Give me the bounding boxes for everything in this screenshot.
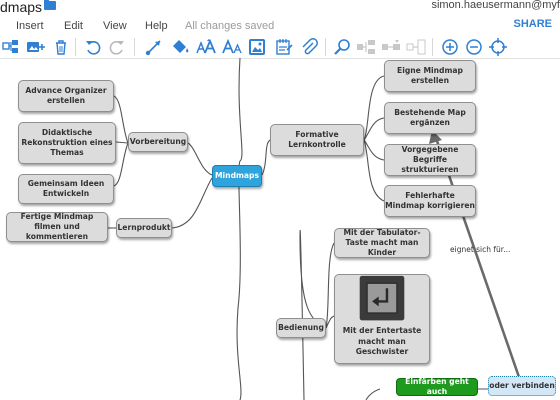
menu-insert[interactable]: Insert	[16, 20, 44, 32]
node-advance-organizer[interactable]: Advance Organizer erstellen	[18, 80, 114, 112]
undo-icon[interactable]	[83, 37, 103, 57]
node-eigne-mindmap[interactable]: Eigne Mindmap erstellen	[384, 60, 476, 92]
menu-help[interactable]: Help	[145, 20, 168, 32]
node-fehlerhafte-mindmap[interactable]: Fehlerhafte Mindmap korrigieren	[384, 185, 476, 217]
node-entertaste[interactable]: Mit der Entertaste macht man Geschwister	[334, 274, 430, 364]
mindmap-canvas[interactable]: Mindmaps Vorbereitung Advance Organizer …	[0, 58, 560, 400]
insert-image-icon[interactable]	[26, 37, 46, 57]
connector-lines	[108, 58, 522, 400]
document-title: dmaps	[0, 0, 43, 15]
user-account[interactable]: simon.haeusermann@myf	[431, 0, 560, 11]
node-tabulator-taste[interactable]: Mit der Tabulator-Taste macht man Kinder	[334, 228, 430, 258]
search-icon[interactable]	[332, 37, 352, 57]
entertaste-label: Mit der Entertaste macht man Geschwister	[342, 326, 422, 356]
node-oder-verbinden[interactable]: oder verbinden	[488, 376, 556, 396]
redo-icon[interactable]	[107, 37, 127, 57]
connect-nodes-icon[interactable]	[144, 37, 164, 57]
node-bedienung[interactable]: Bedienung	[276, 318, 326, 338]
center-icon[interactable]	[488, 37, 508, 57]
save-status: All changes saved	[185, 20, 275, 32]
node-lernprodukt[interactable]: Lernprodukt	[116, 218, 172, 238]
app-header: dmaps simon.haeusermann@myf Insert Edit …	[0, 0, 560, 59]
toolbar-separator	[134, 38, 135, 56]
menu-edit[interactable]: Edit	[64, 20, 83, 32]
connection-label[interactable]: eignet sich für...	[450, 245, 511, 254]
node-vorgegebene-begriffe[interactable]: Vorgegebene Begriffe strukturieren	[384, 144, 476, 176]
node-bestehende-map[interactable]: Bestehende Map ergänzen	[384, 102, 476, 134]
align-icon-1[interactable]	[356, 37, 378, 57]
fill-color-icon[interactable]	[170, 37, 190, 57]
toolbar-separator	[432, 38, 433, 56]
node-fertige-mindmap[interactable]: Fertige Mindmap filmen und kommentieren	[6, 212, 108, 242]
decrease-font-icon[interactable]	[222, 37, 244, 57]
node-vorbereitung[interactable]: Vorbereitung	[128, 132, 188, 152]
node-didaktische-rekonstruktion[interactable]: Didaktische Rekonstruktion eines Themas	[18, 122, 116, 164]
node-gemeinsam-ideen[interactable]: Gemeinsam Ideen Entwickeln	[18, 174, 114, 204]
zoom-in-icon[interactable]	[440, 37, 460, 57]
add-child-node-icon[interactable]	[2, 37, 20, 57]
toolbar-separator	[75, 38, 76, 56]
node-einfaerben[interactable]: Einfärben geht auch	[396, 377, 478, 396]
delete-icon[interactable]	[53, 37, 69, 57]
center-node[interactable]: Mindmaps	[212, 165, 262, 187]
enter-key-icon	[359, 275, 405, 321]
menu-view[interactable]: View	[103, 20, 127, 32]
zoom-out-icon[interactable]	[464, 37, 484, 57]
increase-font-icon[interactable]	[196, 37, 218, 57]
align-icon-3[interactable]	[406, 37, 428, 57]
note-icon[interactable]	[274, 37, 294, 57]
image-icon[interactable]	[247, 37, 267, 57]
folder-icon[interactable]	[44, 0, 56, 10]
node-formative-lernkontrolle[interactable]: Formative Lernkontrolle	[270, 124, 364, 156]
share-button[interactable]: SHARE	[513, 18, 552, 30]
align-icon-2[interactable]	[381, 37, 403, 57]
attach-link-icon[interactable]	[299, 37, 319, 57]
toolbar-separator	[325, 38, 326, 56]
